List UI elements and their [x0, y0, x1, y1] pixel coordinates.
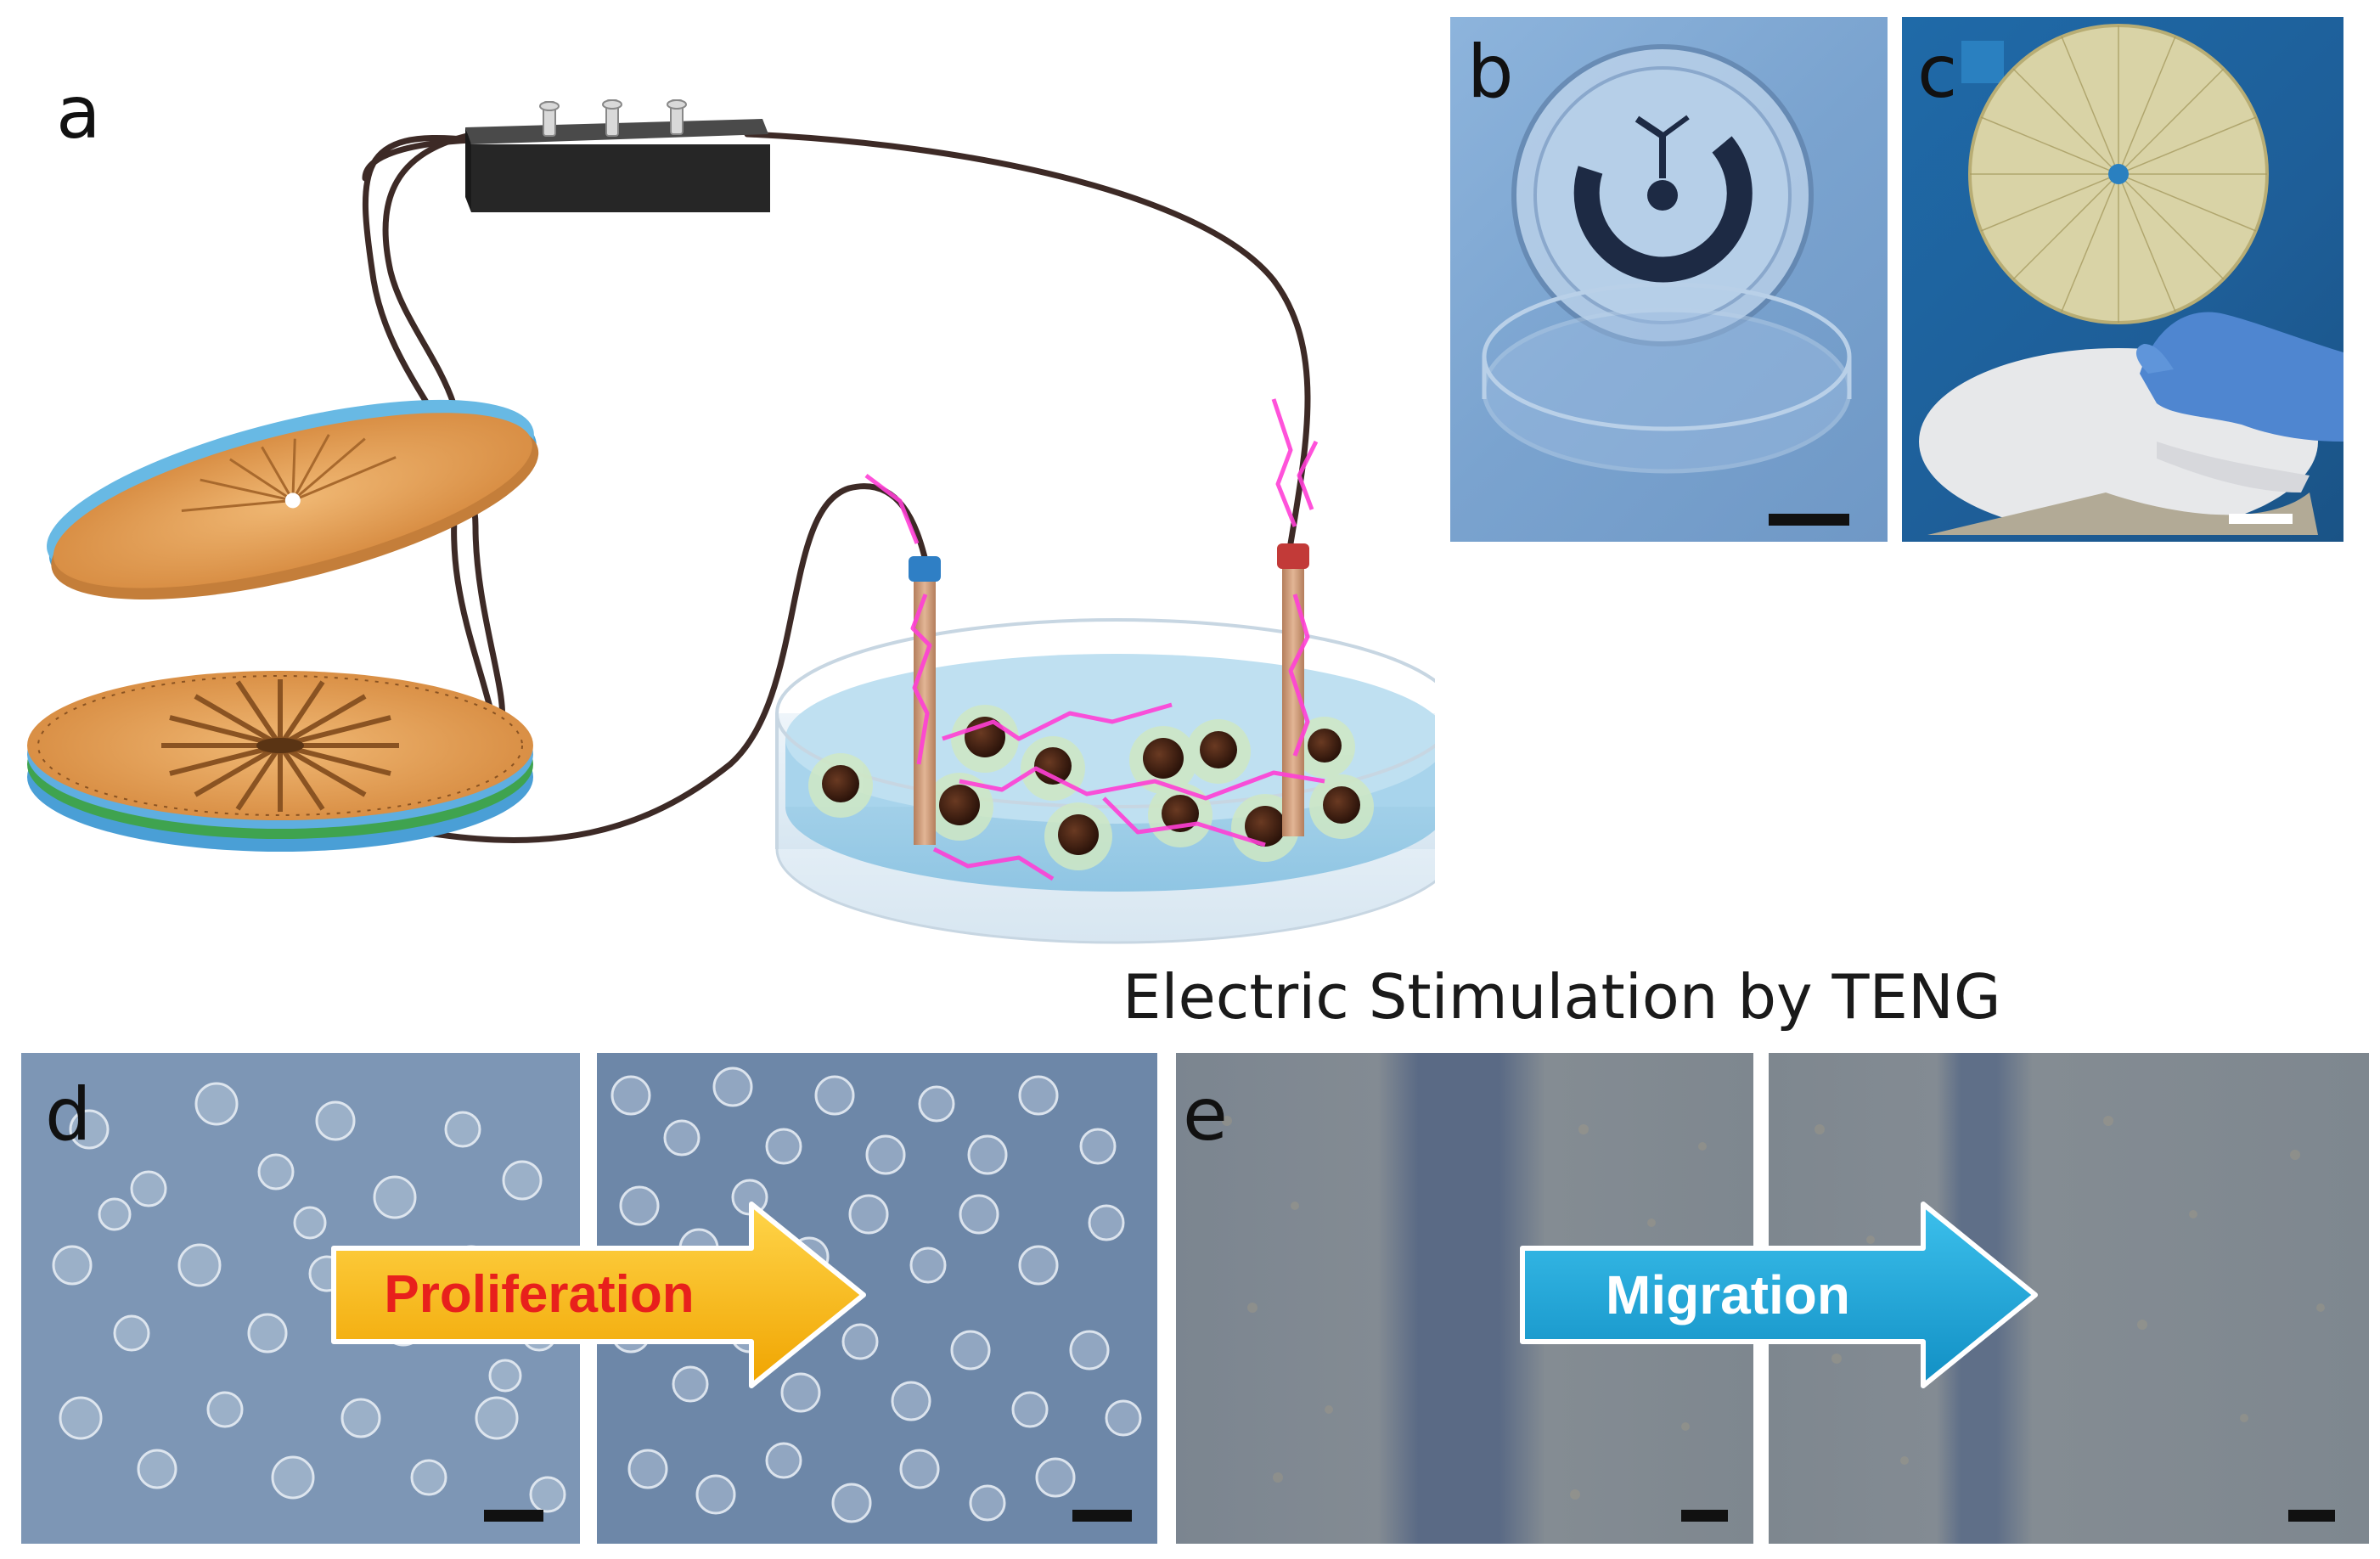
power-box-icon — [465, 99, 770, 212]
panel-a-label: a — [56, 70, 101, 155]
proliferation-label: Proliferation — [384, 1265, 694, 1324]
panel-b-label: b — [1467, 30, 1514, 115]
panel-e: e Migration — [1176, 1053, 2369, 1545]
proliferation-arrow: Proliferation — [331, 1202, 866, 1388]
migration-label: Migration — [1606, 1264, 1850, 1325]
panel-d-label: d — [45, 1072, 92, 1157]
scale-bar-icon — [1072, 1510, 1132, 1522]
migration-arrow: Migration — [1520, 1202, 2038, 1388]
panel-d: d Proliferation — [21, 1053, 1159, 1545]
spark-icon — [864, 398, 1325, 881]
panel-e-label: e — [1183, 1072, 1228, 1157]
panel-b-photo: b — [1450, 17, 1888, 542]
panel-c-photo: c — [1902, 17, 2343, 542]
petri-dish-lid — [1511, 44, 1814, 346]
panel-a: a — [0, 0, 2001, 1033]
petri-dish-left — [775, 618, 1435, 944]
wire — [362, 131, 1311, 843]
scale-bar-icon — [484, 1510, 543, 1522]
cell-icon — [808, 705, 1374, 870]
teng-electrode-disk — [1968, 24, 2269, 324]
teng-upper-disk — [47, 399, 539, 599]
scale-bar-icon — [1769, 514, 1849, 526]
scale-bar-icon — [1681, 1510, 1728, 1522]
teng-schematic — [27, 99, 1435, 944]
scale-bar-icon — [2229, 514, 2293, 524]
caption-title: Electric Stimulation by TENG — [1122, 961, 2001, 1033]
scale-bar-icon — [2288, 1510, 2335, 1522]
petri-dish-base — [1482, 282, 1852, 474]
gloved-hand-icon — [2135, 312, 2343, 442]
panel-c-label: c — [1917, 30, 1958, 115]
teng-lower-disk — [27, 671, 533, 852]
